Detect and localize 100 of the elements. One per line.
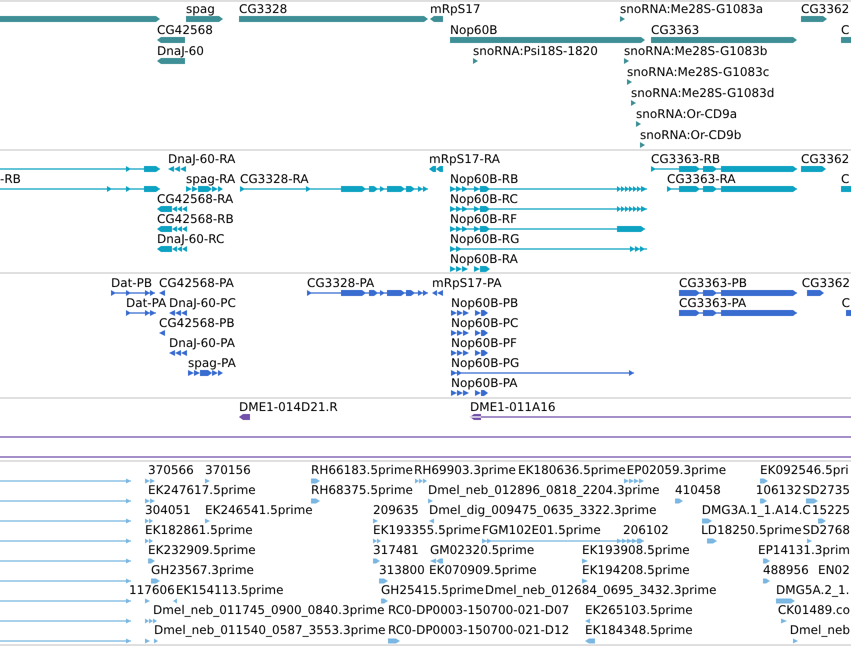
est-label: EK194208.5prime bbox=[582, 563, 690, 577]
transcript-label: C bbox=[841, 172, 850, 186]
protein-label: Dat-PB bbox=[111, 276, 152, 290]
protein-label: Nop60B-PF bbox=[451, 336, 517, 350]
est-label: 370566 bbox=[148, 463, 194, 477]
est-label: GH25415.5prime bbox=[381, 583, 484, 597]
protein-label: Dat-PA bbox=[126, 296, 166, 310]
est-label: EK184348.5prime bbox=[585, 623, 693, 637]
protein-label: CG3363-PB bbox=[679, 276, 748, 290]
transcript-label: CG3362 bbox=[801, 152, 850, 166]
protein-label: DnaJ-60-PA bbox=[169, 336, 235, 350]
transcript-label: spag-RA bbox=[186, 172, 236, 186]
est-label: 488956 bbox=[763, 563, 809, 577]
gene-label: mRpS17 bbox=[430, 2, 481, 16]
transcript-label: Nop60B-RF bbox=[450, 212, 518, 226]
est-label: EK182861.5prime bbox=[145, 523, 253, 537]
est-label: DMG5A.2_1. bbox=[776, 583, 850, 597]
gene-label: CG3362 bbox=[801, 2, 850, 16]
est-label: 117606 bbox=[129, 583, 175, 597]
transcript-label: Nop60B-RA bbox=[450, 252, 518, 266]
est-label: SD2768 bbox=[802, 523, 850, 537]
est-label: 370156 bbox=[205, 463, 251, 477]
est-label: EK070909.5prime bbox=[429, 563, 537, 577]
est-label: RH69903.3prime bbox=[414, 463, 516, 477]
protein-label: CG42568-PB bbox=[159, 316, 235, 330]
est-label: EK193908.5prime bbox=[582, 543, 690, 557]
est-label: 15225 bbox=[812, 503, 850, 517]
protein-label: CG3363-PA bbox=[679, 296, 746, 310]
est-label: EK232909.5prime bbox=[148, 543, 256, 557]
gene-label: CG42568 bbox=[157, 23, 213, 37]
est-label: GM02320.5prime bbox=[430, 543, 534, 557]
transcript-label: CG3363-RA bbox=[667, 172, 736, 186]
est-label: Dmel_neb_012684_0695_3432.3prime bbox=[484, 583, 716, 597]
gene-label: snoRNA:Me28S-G1083c bbox=[627, 65, 770, 79]
gene-label: Nop60B bbox=[450, 23, 498, 37]
est-label: EK092546.5pri bbox=[760, 463, 849, 477]
est-label: EK154113.5prime bbox=[176, 583, 284, 597]
est-label: Dmel_dig_009475_0635_3322.3prime bbox=[429, 503, 657, 517]
protein-label: spag-PA bbox=[188, 356, 236, 370]
est-label: 106132 bbox=[756, 483, 802, 497]
transcript-label: DnaJ-60-RC bbox=[157, 232, 224, 246]
protein-label: Nop60B-PC bbox=[451, 316, 518, 330]
protein-label: Nop60B-PG bbox=[451, 356, 520, 370]
gene-label: snoRNA:Me28S-G1083d bbox=[631, 86, 774, 100]
gene-label: snoRNA:Or-CD9a bbox=[636, 107, 738, 121]
protein-label: CG3362 bbox=[802, 276, 850, 290]
est-label: Dmel_neb_011540_0587_3553.3prime bbox=[154, 623, 386, 637]
transcript-label: CG42568-RA bbox=[157, 192, 234, 206]
transcript-label: mRpS17-RA bbox=[429, 152, 500, 166]
gene-label: snoRNA:Me28S-G1083a bbox=[620, 2, 764, 16]
est-label: RH68375.5prime bbox=[311, 483, 413, 497]
est-label: Dmel_neb_011745_0900_0840.3prime bbox=[153, 603, 385, 617]
est-label: Dmel_neb_012896_0818_2204.3prime bbox=[428, 483, 660, 497]
gene-label: DnaJ-60 bbox=[157, 44, 204, 58]
gene-label: snoRNA:Me28S-G1083b bbox=[624, 44, 768, 58]
est-label: CK01489.co bbox=[778, 603, 850, 617]
clone-label: DME1-014D21.R bbox=[239, 400, 338, 414]
est-label: Dmel_neb bbox=[790, 623, 850, 637]
gene-label: spag bbox=[186, 2, 215, 16]
est-label: 410458 bbox=[675, 483, 721, 497]
protein-label: Nop60B-PB bbox=[451, 296, 518, 310]
est-label: FGM102E01.5prime bbox=[482, 523, 601, 537]
est-label: EK193355.5prime bbox=[373, 523, 481, 537]
protein-label: mRpS17-PA bbox=[432, 276, 502, 290]
transcript-label: Nop60B-RC bbox=[450, 192, 518, 206]
est-label: RC0-DP0003-150700-021-D07 bbox=[388, 603, 570, 617]
gene-label: C bbox=[841, 23, 850, 37]
est-label: GH23567.3prime bbox=[151, 563, 254, 577]
est-label: EP14131.3prim bbox=[758, 543, 850, 557]
est-label: 206102 bbox=[623, 523, 669, 537]
est-label: 209635 bbox=[373, 503, 419, 517]
protein-label: C bbox=[842, 296, 850, 310]
transcript-label: -RB bbox=[0, 172, 21, 186]
est-label: RC0-DP0003-150700-021-D12 bbox=[388, 623, 570, 637]
est-label: LD18250.5prime bbox=[701, 523, 802, 537]
gene-label: snoRNA:Psi18S-1820 bbox=[473, 44, 598, 58]
gene-label: CG3328 bbox=[239, 2, 288, 16]
est-label: EK247617.5prime bbox=[148, 483, 256, 497]
est-label: EK180636.5prime bbox=[518, 463, 626, 477]
est-label: SD2735 bbox=[802, 483, 850, 497]
transcript-label: CG42568-RB bbox=[157, 212, 234, 226]
clone-label: DME1-011A16 bbox=[470, 400, 556, 414]
est-label: 317481 bbox=[373, 543, 419, 557]
est-label: RH66183.5prime bbox=[311, 463, 413, 477]
est-label: EK246541.5prime bbox=[205, 503, 313, 517]
est-label: EN02 bbox=[818, 563, 850, 577]
protein-label: CG3328-PA bbox=[307, 276, 374, 290]
transcript-label: DnaJ-60-RA bbox=[168, 152, 236, 166]
est-label: EP02059.3prime bbox=[626, 463, 726, 477]
protein-label: Nop60B-PA bbox=[451, 376, 518, 390]
est-label: EK265103.5prime bbox=[585, 603, 693, 617]
gene-label: CG3363 bbox=[651, 23, 700, 37]
transcript-label: Nop60B-RG bbox=[450, 232, 520, 246]
est-label: 313800 bbox=[379, 563, 425, 577]
transcript-label: Nop60B-RB bbox=[450, 172, 518, 186]
transcript-label: CG3363-RB bbox=[651, 152, 720, 166]
est-label: DMG3A.1_1.A14.C bbox=[702, 503, 811, 517]
transcript-label: CG3328-RA bbox=[240, 172, 309, 186]
protein-label: CG42568-PA bbox=[159, 276, 234, 290]
est-label: 304051 bbox=[145, 503, 191, 517]
